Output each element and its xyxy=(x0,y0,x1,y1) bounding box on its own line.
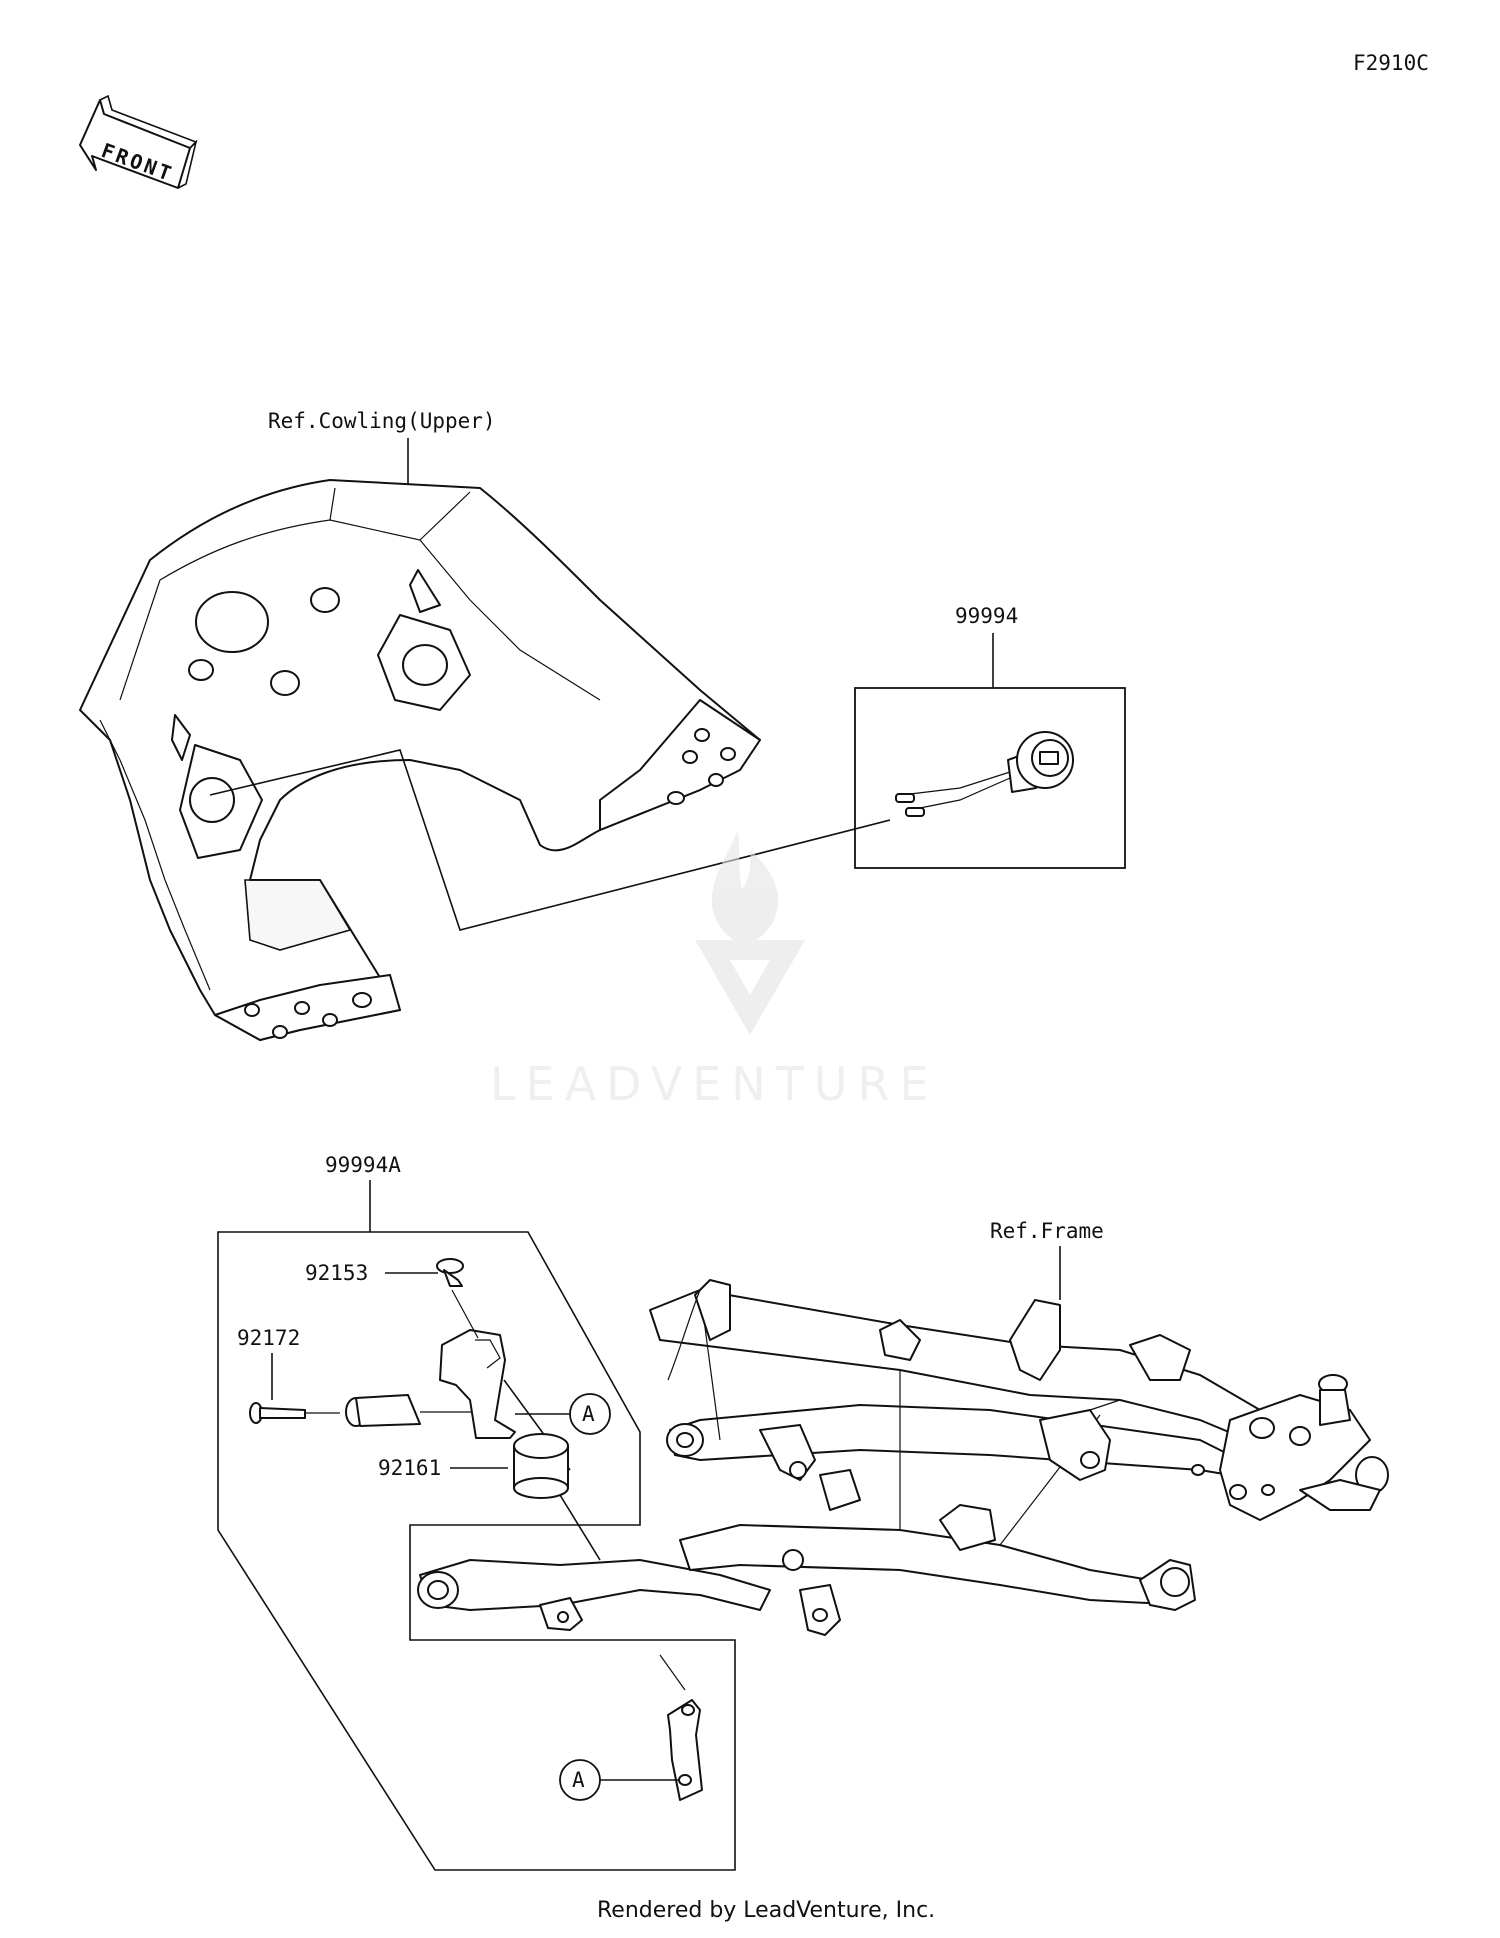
ref-frame-label: Ref.Frame xyxy=(990,1219,1104,1243)
part-99994-label: 99994 xyxy=(955,604,1018,628)
watermark-text: LEADVENTURE xyxy=(490,1057,939,1111)
cowling-upper-illustration xyxy=(79,479,761,1041)
part-92153-label: 92153 xyxy=(305,1261,368,1285)
part-92161-label: 92161 xyxy=(378,1456,441,1480)
lower-bracket-illustration xyxy=(659,1654,703,1801)
ref-cowling-label: Ref.Cowling(Upper) xyxy=(268,409,496,433)
socket-bracket-illustration xyxy=(345,1289,516,1439)
diagram-code: F2910C xyxy=(1353,51,1429,75)
marker-a-bottom-label: A xyxy=(572,1768,585,1792)
marker-a-top-label: A xyxy=(582,1402,595,1426)
footer-credit: Rendered by LeadVenture, Inc. xyxy=(597,1898,935,1923)
screw-92153-illustration xyxy=(436,1258,464,1287)
part-99994A-box xyxy=(217,1231,736,1871)
collar-92161-illustration xyxy=(513,1433,569,1499)
part-99994-box xyxy=(854,687,1126,869)
bolt-92172-illustration xyxy=(249,1402,340,1424)
part-92172-label: 92172 xyxy=(237,1326,300,1350)
part-99994A-label: 99994A xyxy=(325,1153,401,1177)
main-frame-illustration xyxy=(649,1279,1389,1636)
leadventure-watermark: LEADVENTURE xyxy=(490,830,939,1111)
power-socket-illustration xyxy=(895,731,1074,817)
frame-tube-illustration xyxy=(417,1559,771,1631)
front-direction-arrow-icon: FRONT xyxy=(79,94,198,189)
